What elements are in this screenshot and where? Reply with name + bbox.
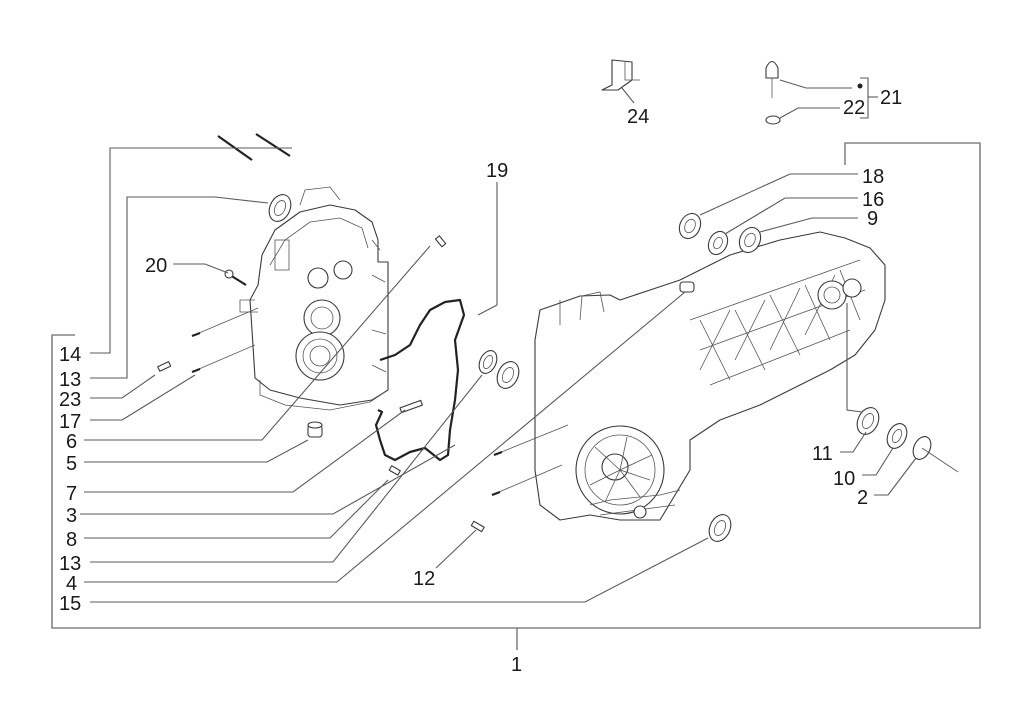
label-10: 10 bbox=[833, 468, 855, 490]
left-crankcase-half bbox=[239, 186, 389, 411]
dowel-8 bbox=[388, 465, 401, 476]
o-ring-22 bbox=[765, 115, 781, 125]
connector-dot bbox=[857, 83, 863, 89]
callout-labels: 14 13 23 17 6 5 7 3 8 13 4 15 20 19 12 2… bbox=[59, 87, 902, 676]
label-1: 1 bbox=[511, 654, 522, 676]
label-6: 6 bbox=[66, 431, 77, 453]
bearing-4 bbox=[496, 361, 520, 389]
label-12: 12 bbox=[413, 568, 435, 590]
right-crankcase-half bbox=[491, 231, 886, 521]
label-24: 24 bbox=[627, 106, 649, 128]
ring-2 bbox=[912, 436, 959, 473]
dowel-pin-6 bbox=[434, 235, 447, 248]
assembly-frame bbox=[51, 142, 981, 650]
label-2: 2 bbox=[857, 487, 868, 509]
label-13b: 13 bbox=[59, 553, 81, 575]
label-8: 8 bbox=[66, 529, 77, 551]
stud-bolts-14 bbox=[217, 133, 291, 161]
label-18: 18 bbox=[862, 166, 884, 188]
label-20: 20 bbox=[145, 255, 167, 277]
label-11: 11 bbox=[812, 443, 833, 465]
label-22: 22 bbox=[843, 97, 865, 119]
label-17: 17 bbox=[59, 411, 81, 433]
bolt-20 bbox=[224, 269, 247, 286]
bearing-11 bbox=[856, 407, 880, 435]
label-7: 7 bbox=[66, 483, 77, 505]
oil-seal-10 bbox=[886, 423, 908, 449]
bracket-24 bbox=[601, 59, 640, 91]
gasket-19 bbox=[374, 298, 466, 462]
oil-seal-13 bbox=[268, 194, 292, 222]
label-14: 14 bbox=[59, 344, 81, 366]
sensor-21 bbox=[765, 60, 779, 98]
oil-seal-15 bbox=[708, 514, 732, 542]
bearing-9 bbox=[738, 226, 762, 254]
label-21: 21 bbox=[880, 87, 902, 109]
long-studs-17 bbox=[191, 307, 259, 374]
leader-lines bbox=[80, 77, 917, 603]
bearing-16 bbox=[707, 230, 729, 256]
bearing-18 bbox=[678, 212, 702, 240]
label-9: 9 bbox=[867, 208, 878, 230]
label-15: 15 bbox=[59, 593, 81, 615]
label-4: 4 bbox=[66, 573, 77, 595]
label-5: 5 bbox=[66, 453, 77, 475]
dowel-12 bbox=[470, 520, 485, 533]
label-16: 16 bbox=[862, 189, 884, 211]
dowel-pin-23 bbox=[157, 361, 172, 372]
label-13: 13 bbox=[59, 369, 81, 391]
oil-seal-13b bbox=[478, 350, 498, 374]
drain-plug-5 bbox=[307, 421, 323, 438]
label-23: 23 bbox=[59, 389, 81, 411]
stud-7 bbox=[399, 399, 423, 414]
label-19: 19 bbox=[486, 160, 508, 182]
label-3: 3 bbox=[66, 505, 77, 527]
